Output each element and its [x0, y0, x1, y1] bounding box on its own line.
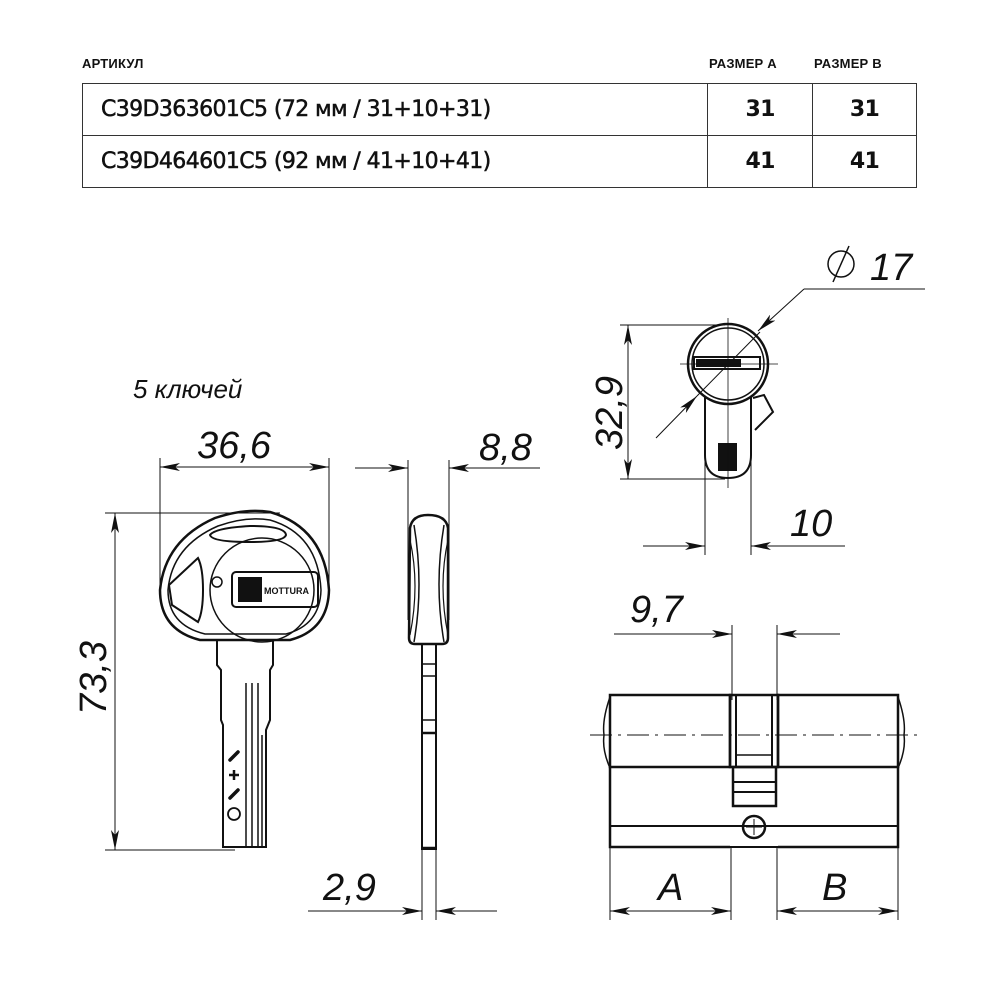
- cylinder-side-view: 9,7 A B: [590, 589, 918, 920]
- dim-key-width: 36,6: [197, 425, 272, 467]
- size-a-cell: 31: [707, 83, 814, 136]
- mottura-logo-icon: [238, 577, 262, 602]
- size-b-cell: 31: [812, 83, 917, 136]
- diameter-symbol-icon: [827, 250, 855, 278]
- spec-table: C39D363601C5 (72 мм / 31+10+31) 31 31 C3…: [81, 83, 917, 188]
- dim-length-a: A: [656, 867, 683, 909]
- cylinder-profile-view: 17 32,9 10: [589, 245, 925, 555]
- key-front-view: 5 ключей 36,6 73,3 MOTTURA: [73, 374, 331, 851]
- table-row: C39D363601C5 (72 мм / 31+10+31) 31 31: [81, 83, 917, 136]
- size-a-cell: 41: [707, 135, 814, 188]
- logo-mark-icon: [718, 443, 737, 471]
- article-cell: C39D363601C5 (72 мм / 31+10+31): [81, 83, 709, 136]
- header-article: АРТИКУЛ: [82, 56, 144, 71]
- dim-profile-height: 32,9: [589, 376, 631, 450]
- header-size-a: РАЗМЕР А: [709, 56, 777, 71]
- keys-count-note: 5 ключей: [133, 374, 242, 404]
- dim-diameter: 17: [870, 247, 914, 289]
- table-row: C39D464601C5 (92 мм / 41+10+41) 41 41: [81, 135, 917, 188]
- dim-key-height: 73,3: [73, 641, 115, 715]
- key-side-view: 8,8 2,9: [308, 427, 540, 920]
- dim-profile-bottom-width: 10: [790, 503, 832, 545]
- article-cell: C39D464601C5 (92 мм / 41+10+41): [81, 135, 709, 188]
- dim-key-head-thickness: 8,8: [479, 427, 532, 469]
- header-size-b: РАЗМЕР В: [814, 56, 882, 71]
- dim-cam-width: 9,7: [630, 589, 685, 631]
- dim-key-blade-thickness: 2,9: [322, 867, 376, 909]
- size-b-cell: 41: [812, 135, 917, 188]
- brand-label: MOTTURA: [264, 586, 309, 596]
- screw-hole-icon: [741, 814, 767, 840]
- dim-length-b: B: [822, 867, 847, 909]
